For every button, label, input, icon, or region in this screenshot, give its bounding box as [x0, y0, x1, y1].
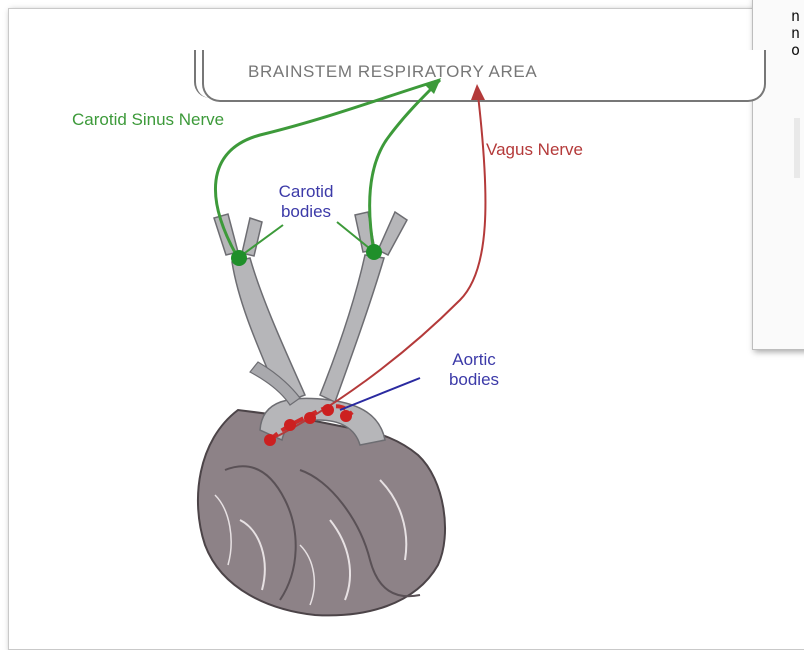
vagus-nerve-label: Vagus Nerve	[486, 140, 583, 160]
aortic-body-1	[264, 434, 276, 446]
aortic-bodies-label-line-2: bodies	[432, 370, 516, 390]
aortic-body-3	[304, 412, 316, 424]
aortic-body-2	[284, 419, 296, 431]
carotid-bodies-label-line-2: bodies	[266, 202, 346, 222]
aortic-body-5	[340, 410, 352, 422]
aortic-body-4	[322, 404, 334, 416]
carotid-bodies-label-line-1: Carotid	[266, 182, 346, 202]
aortic-bodies-label: Aortic bodies	[432, 350, 516, 390]
carotid-sinus-nerve-label: Carotid Sinus Nerve	[72, 110, 224, 130]
aortic-bodies-label-line-1: Aortic	[432, 350, 516, 370]
heart	[198, 410, 445, 615]
right-carotid-body	[366, 244, 382, 260]
left-carotid-body	[231, 250, 247, 266]
aortic-bodies-pointer	[340, 378, 420, 410]
carotid-bodies-label: Carotid bodies	[266, 182, 346, 222]
